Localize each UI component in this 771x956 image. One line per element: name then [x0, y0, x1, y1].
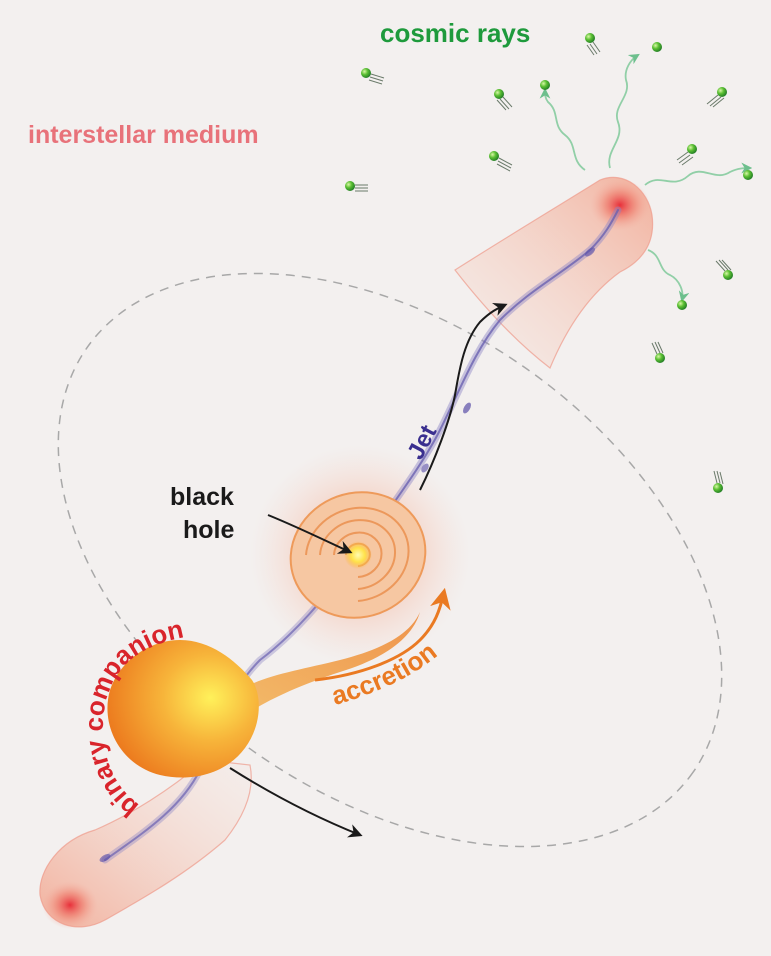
- particle: [540, 80, 550, 90]
- particle: [494, 89, 513, 111]
- particle: [713, 470, 724, 493]
- interstellar-medium-label: interstellar medium: [28, 121, 259, 149]
- particle: [361, 68, 385, 85]
- jet-direction-arrow: [419, 302, 508, 491]
- cosmic-ray-trajectories: [539, 53, 753, 303]
- particle: [345, 181, 368, 192]
- accretion-flow-arrow: [314, 587, 451, 682]
- black-hole-arrow: [267, 514, 353, 554]
- particle: [706, 87, 727, 108]
- lower-jet-lobe: [39, 759, 252, 929]
- cosmic-ray-particles: [345, 33, 753, 493]
- mass-transfer-stream: [240, 612, 420, 712]
- particle: [489, 151, 513, 172]
- particle: [585, 33, 601, 56]
- particle: [651, 341, 665, 363]
- upper-jet-lobe: [454, 176, 654, 369]
- particle: [715, 259, 733, 280]
- particle: [676, 144, 697, 166]
- cosmic-rays-label: cosmic rays: [380, 18, 530, 48]
- binary-orbit: [57, 272, 723, 848]
- particle: [677, 300, 687, 310]
- companion-star: [107, 640, 259, 778]
- particle: [652, 42, 662, 52]
- black-hole-label-line1: black: [170, 483, 234, 511]
- black-hole-label-line2: hole: [183, 516, 234, 544]
- particle: [743, 170, 753, 180]
- orbital-motion-arrow: [229, 767, 363, 838]
